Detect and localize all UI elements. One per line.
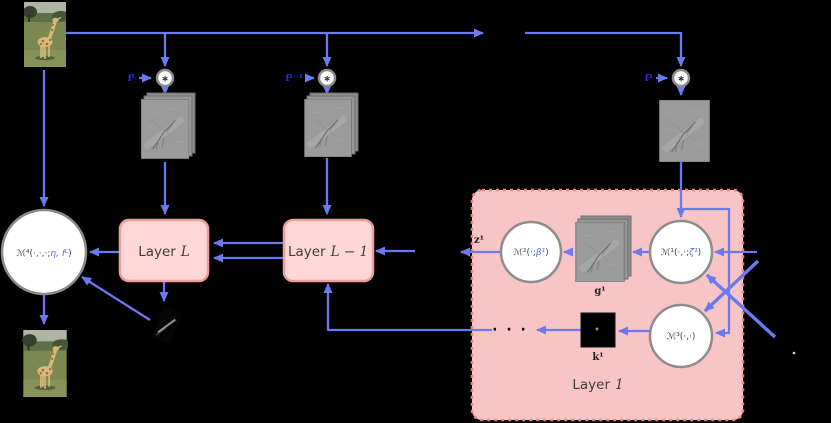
filter-fLm1-label: fᴸ⁻¹ [286,73,303,84]
m2-node [499,220,563,284]
convolution-node-1 [671,68,691,88]
feature-stack-g1 [576,215,632,282]
g1-label: g¹ [594,286,605,297]
convolution-node-Lm1 [317,68,337,88]
filter-fL-label: fᴸ [128,73,137,84]
filter-f1-label: f¹ [645,73,653,84]
convolution-symbol: ∗ [161,75,169,85]
m4-formula: ℳ⁴(·,·,·;η, fᴸ) [16,249,71,259]
feature-stack-Lm1 [305,92,359,157]
k1-label: k¹ [592,352,603,363]
ellipsis-label: · · · [492,322,528,338]
m1-formula: ℳ¹(·,·;ζ¹) [661,248,701,258]
reconstructed-giraffe-image [22,330,68,397]
layer-L-box [118,218,210,283]
kernel-k1-image [580,312,616,348]
stray-dot [792,351,796,355]
feature-map-1 [660,100,710,162]
convolution-node-L [155,68,175,88]
edge-branch-to-m3 [681,207,731,338]
m1-node [648,219,714,285]
feature-stack-L [141,92,196,159]
edge-feedback-to-layerLm1 [323,283,492,332]
m3-node [648,303,714,369]
m2-formula: ℳ²(·;β¹) [513,248,549,258]
edge-filter-to-m4 [81,276,151,321]
convolution-symbol: ∗ [677,75,685,85]
filter-fL-visualization [151,305,183,345]
z1-label: z¹ [474,235,484,246]
m3-formula: ℳ³(·,·) [667,332,696,342]
edge-diagonal-to-m1 [705,273,777,339]
m4-node [0,208,88,296]
layer-Lm1-box [282,218,375,283]
input-giraffe-image [24,2,66,67]
edge-input-top-right [525,31,686,67]
edge-diagonal-to-m3 [703,259,760,313]
convolution-symbol: ∗ [323,75,331,85]
